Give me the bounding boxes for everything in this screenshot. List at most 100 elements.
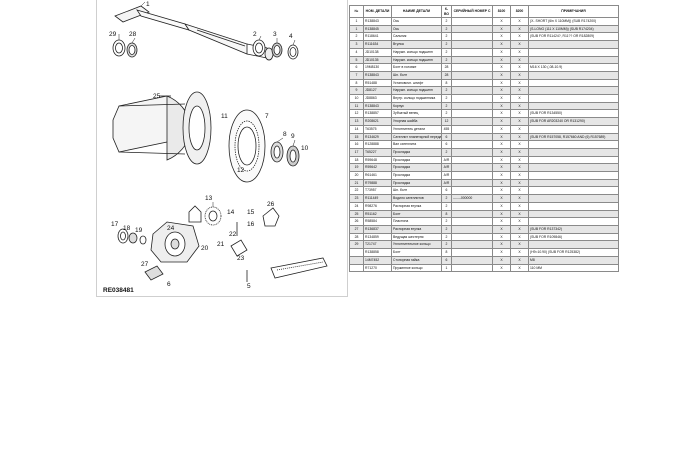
table-cell xyxy=(451,132,493,142)
table-cell: Прокладка xyxy=(391,178,442,188)
table-cell: X xyxy=(510,263,529,273)
table-cell xyxy=(528,217,619,226)
callout-23: 23 xyxy=(237,255,245,262)
table-cell xyxy=(451,55,493,65)
table-cell: R79888 xyxy=(363,178,392,188)
table-cell: 2 xyxy=(441,40,452,49)
table-cell: X xyxy=(492,240,511,250)
table-cell: (SUB FOR R137342) xyxy=(528,225,619,234)
table-cell: X xyxy=(492,40,511,49)
table-cell xyxy=(528,47,619,57)
table-cell: X xyxy=(492,232,511,242)
table-cell: 2 xyxy=(441,109,452,119)
table-cell: Прокладка xyxy=(391,147,442,157)
table-cell: 24 xyxy=(349,201,364,211)
table-cell: R138843 xyxy=(363,17,392,26)
table-cell: R138843 xyxy=(363,70,392,80)
table-cell: Уплотнительное кольцо xyxy=(391,240,442,250)
table-cell: X xyxy=(492,94,511,103)
table-cell: R128888 xyxy=(363,140,392,149)
table-cell: 2 xyxy=(441,86,452,96)
table-cell xyxy=(451,140,493,149)
table-cell xyxy=(451,40,493,49)
table-cell: X xyxy=(492,124,511,134)
table-cell xyxy=(451,217,493,226)
table-cell: 2 xyxy=(441,147,452,157)
table-cell xyxy=(451,225,493,234)
table-cell: Втулка xyxy=(391,40,442,49)
table-cell xyxy=(528,194,619,203)
table-cell xyxy=(528,124,619,134)
seal-group-top xyxy=(112,39,299,60)
table-cell xyxy=(451,209,493,219)
table-cell: R118641 xyxy=(363,32,392,42)
table-cell: M16 X 130 (-08-10.9) xyxy=(528,63,619,72)
table-cell: 2 xyxy=(441,194,452,203)
table-cell: X xyxy=(492,155,511,165)
table-cell: Наружн. кольцо подшипн xyxy=(391,55,442,65)
exploded-view-drawing: 1 28 29 2 3 4 25 11 7 8 9 10 12 13 14 15… xyxy=(96,0,348,297)
table-cell: X xyxy=(492,209,511,219)
table-cell xyxy=(528,140,619,149)
small-parts xyxy=(117,95,248,282)
table-cell xyxy=(528,101,619,111)
table-cell: Уплотнитель детали xyxy=(391,124,442,134)
table-cell: Прокладка xyxy=(391,163,442,173)
table-cell: 19 xyxy=(349,163,364,173)
table-cell xyxy=(451,78,493,88)
table-cell: Наружн. кольцо подшипн xyxy=(391,47,442,57)
table-cell: X xyxy=(492,178,511,188)
table-cell: X xyxy=(510,132,529,142)
table-cell: 12 xyxy=(441,117,452,126)
table-cell: 2 xyxy=(349,32,364,42)
table-cell: Корпус xyxy=(391,101,442,111)
table-cell: X xyxy=(492,194,511,203)
column-header: СЕРИЙНЫЙ НОМЕР С xyxy=(451,5,493,18)
table-cell: A/R xyxy=(441,155,452,165)
table-cell: T73957 xyxy=(363,186,392,196)
leader-lines xyxy=(118,1,296,207)
table-cell: 8 xyxy=(441,209,452,219)
table-cell xyxy=(451,171,493,180)
table-cell: Распорная втулка xyxy=(391,201,442,211)
table-cell: X xyxy=(492,186,511,196)
table-cell: X xyxy=(510,171,529,180)
table-cell: X xyxy=(492,171,511,180)
table-cell xyxy=(451,86,493,96)
table-cell: X xyxy=(492,63,511,72)
table-cell: Внутр. кольцо подшипника xyxy=(391,94,442,103)
table-cell xyxy=(528,178,619,188)
table-cell xyxy=(451,117,493,126)
callout-8: 8 xyxy=(283,131,287,138)
callout-24: 24 xyxy=(167,225,175,232)
table-cell: 4 xyxy=(349,47,364,57)
table-cell: JD10135 xyxy=(363,55,392,65)
table-cell: X xyxy=(510,101,529,111)
table-cell: 8 xyxy=(441,248,452,257)
table-cell xyxy=(451,163,493,173)
table-cell: 5 xyxy=(349,55,364,65)
table-cell: 13 xyxy=(349,117,364,126)
table-cell: X xyxy=(492,17,511,26)
table-cell: 3 xyxy=(349,40,364,49)
table-cell: 16 xyxy=(349,140,364,149)
callout-20: 20 xyxy=(201,245,209,252)
table-cell: 6 xyxy=(441,255,452,265)
table-cell: -------000000 xyxy=(451,194,493,203)
table-cell: 2 xyxy=(441,94,452,103)
callout-3: 3 xyxy=(273,31,277,38)
table-cell: 20 xyxy=(349,171,364,180)
table-cell: 6 xyxy=(441,140,452,149)
table-cell xyxy=(451,155,493,165)
callout-5: 5 xyxy=(247,283,251,290)
table-cell: R71270 xyxy=(363,263,392,273)
table-cell: R136837 xyxy=(363,225,392,234)
